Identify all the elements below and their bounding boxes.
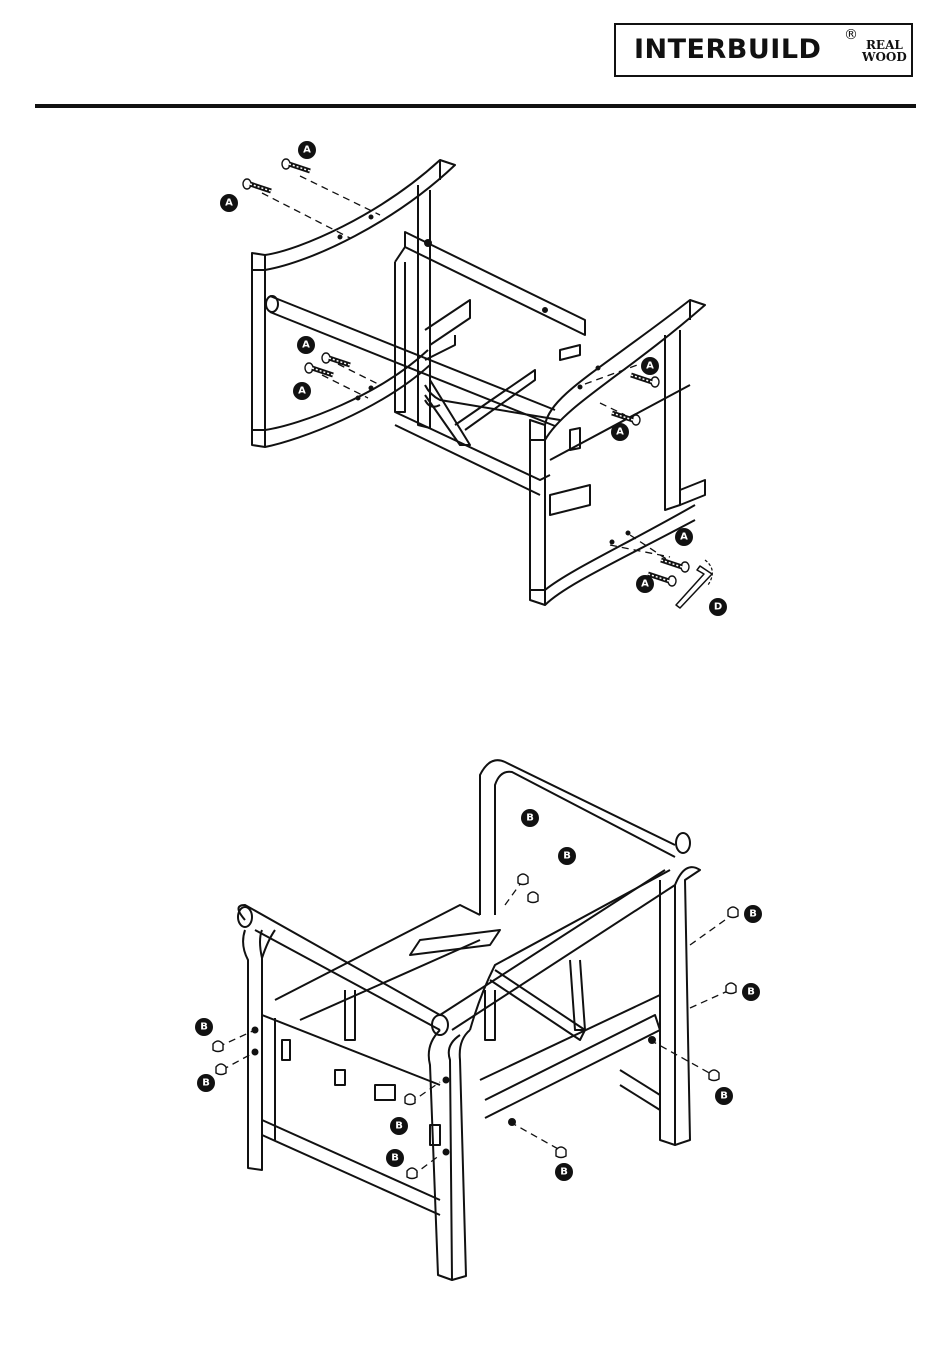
callout-b-10: B bbox=[715, 1087, 733, 1105]
callout-a-2: A bbox=[220, 194, 238, 212]
svg-text:B: B bbox=[563, 851, 571, 862]
svg-text:B: B bbox=[747, 987, 755, 998]
callout-d: D bbox=[709, 598, 727, 616]
svg-text:A: A bbox=[302, 340, 310, 351]
callout-b-8: B bbox=[386, 1149, 404, 1167]
svg-text:B: B bbox=[395, 1121, 403, 1132]
svg-text:B: B bbox=[749, 909, 757, 920]
svg-text:B: B bbox=[391, 1153, 399, 1164]
callouts-bottom: B B B B B B B B B B bbox=[195, 809, 762, 1181]
callout-b-3: B bbox=[744, 905, 762, 923]
callout-a-5: A bbox=[641, 357, 659, 375]
svg-text:A: A bbox=[646, 361, 654, 372]
callout-b-2: B bbox=[558, 847, 576, 865]
svg-text:B: B bbox=[526, 813, 534, 824]
callout-b-7: B bbox=[390, 1117, 408, 1135]
svg-text:D: D bbox=[714, 602, 722, 613]
svg-text:A: A bbox=[641, 579, 649, 590]
svg-text:B: B bbox=[720, 1091, 728, 1102]
callout-a-1: A bbox=[298, 141, 316, 159]
callout-a-6: A bbox=[611, 423, 629, 441]
callout-b-1: B bbox=[521, 809, 539, 827]
callout-b-5: B bbox=[195, 1018, 213, 1036]
step-diagram-plugs bbox=[213, 760, 738, 1280]
svg-text:A: A bbox=[298, 386, 306, 397]
callout-b-9: B bbox=[555, 1163, 573, 1181]
callout-a-3: A bbox=[297, 336, 315, 354]
svg-text:B: B bbox=[202, 1078, 210, 1089]
svg-text:A: A bbox=[225, 198, 233, 209]
callouts-top: A A A A A A A A D bbox=[220, 141, 727, 616]
callout-a-4: A bbox=[293, 382, 311, 400]
svg-text:B: B bbox=[560, 1167, 568, 1178]
svg-text:A: A bbox=[616, 427, 624, 438]
svg-text:A: A bbox=[303, 145, 311, 156]
step-diagram-screws bbox=[243, 159, 712, 608]
svg-text:A: A bbox=[680, 532, 688, 543]
callout-b-4: B bbox=[742, 983, 760, 1001]
svg-text:B: B bbox=[200, 1022, 208, 1033]
callout-a-8: A bbox=[636, 575, 654, 593]
callout-b-6: B bbox=[197, 1074, 215, 1092]
callout-a-7: A bbox=[675, 528, 693, 546]
